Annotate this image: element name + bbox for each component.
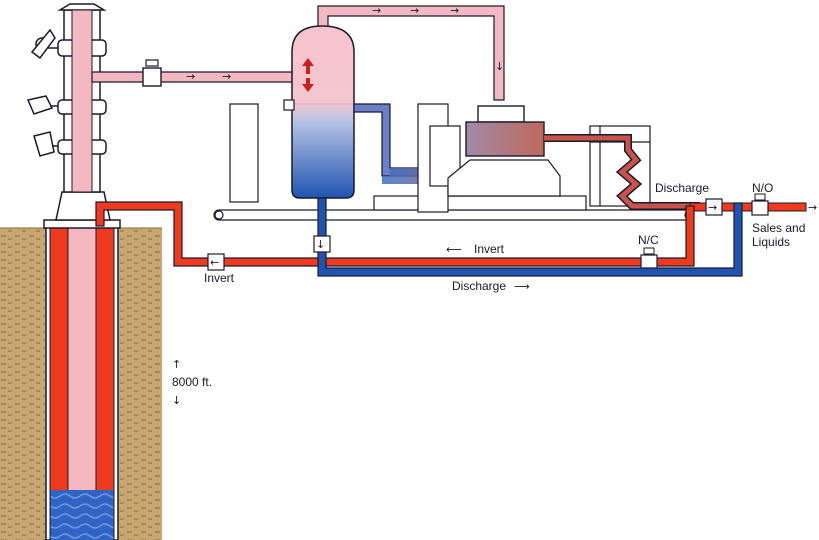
sales-flow-arrow: → [808,201,817,214]
gas-valve [142,59,162,87]
invert-right-label: Invert [474,242,505,256]
sales-label-line2: Liquids [752,235,790,249]
invert-direction-arrow: ⟵ [446,243,462,256]
separation-arrows [302,58,314,92]
gas-flow-arrow-6: ↓ [495,60,504,73]
invert-check-arrow: ← [210,256,219,269]
discharge-check-arrow: → [708,201,717,214]
discharge-bottom-label: Discharge [452,279,506,293]
discharge-direction-arrow: ⟶ [514,280,530,293]
christmas-tree [26,3,107,193]
liquid-discharge-line [317,197,743,277]
invert-check-valve [207,253,225,271]
depth-down-arrow: ↓ [172,394,181,407]
gas-flow-arrow-3: → [372,4,381,17]
liquid-check-valve [313,235,331,253]
wellhead-flange [43,219,121,229]
sales-label-line1: Sales and [752,221,805,235]
normally-closed-valve [640,247,658,270]
compressor-skid [213,103,695,221]
invert-left-label: Invert [204,271,235,285]
tubing-flow [71,9,93,193]
gas-flow-arrow-4: → [410,4,419,17]
compressor-cylinder [465,105,545,157]
normally-open-label: N/O [752,181,773,195]
gas-flow-arrow-2: → [222,70,231,83]
separator-vessel [283,25,355,199]
normally-open-valve [751,193,769,216]
gas-flow-arrow-5: → [450,4,459,17]
discharge-top-label: Discharge [655,181,709,195]
normally-closed-label: N/C [638,233,659,247]
wellbore [45,225,119,540]
invert-line [95,201,695,267]
depth-label: 8000 ft. [172,375,212,389]
discharge-check-valve [705,198,723,216]
liquid-check-arrow: ↓ [316,238,325,251]
gas-flow-arrow-1: → [186,70,195,83]
depth-up-arrow: ↑ [172,358,181,371]
discharge-coil [544,134,700,210]
